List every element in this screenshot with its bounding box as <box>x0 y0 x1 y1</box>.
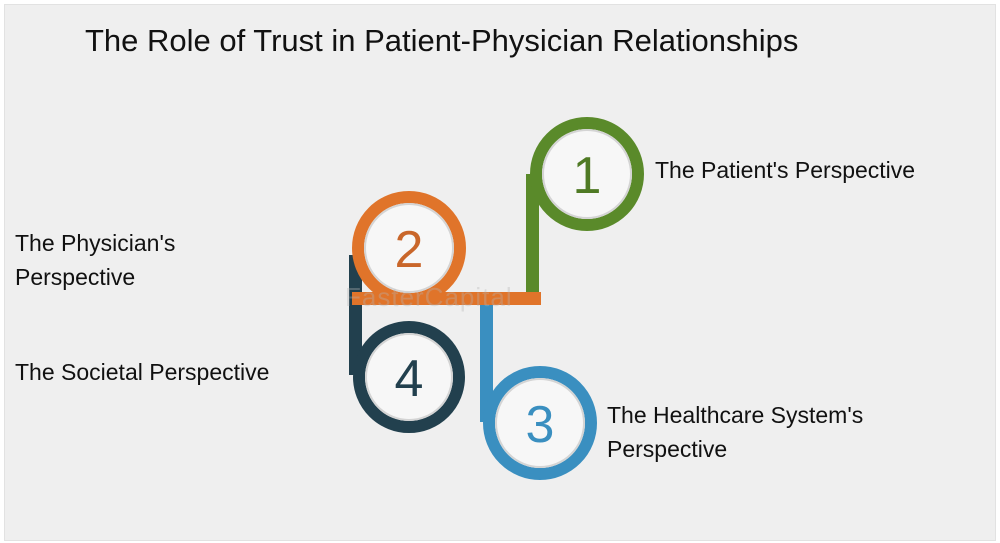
step-2-label: The Physician's Perspective <box>15 226 175 294</box>
step-1-stem <box>526 174 539 305</box>
step-1-label: The Patient's Perspective <box>655 157 916 183</box>
step-3-circle: 3 <box>483 366 597 480</box>
step-4-stem <box>349 255 362 375</box>
step-1-number: 1 <box>573 147 602 205</box>
watermark: FasterCapital <box>345 282 513 312</box>
step-4-label: The Societal Perspective <box>15 359 270 385</box>
step-2-label-line1: The Physician's <box>15 230 176 256</box>
step-2-circle: 2 <box>352 191 466 305</box>
step-2-label-line2: Perspective <box>15 264 136 290</box>
step-4-circle: 4 <box>353 321 465 433</box>
page-title: The Role of Trust in Patient-Physician R… <box>85 23 799 58</box>
step-3-label: The Healthcare System's Perspective <box>607 398 863 466</box>
step-3-stem <box>480 300 493 422</box>
step-3-number: 3 <box>526 396 555 454</box>
step-3-label-line1: The Healthcare System's <box>607 402 864 428</box>
step-2-number: 2 <box>395 221 424 279</box>
step-4-number: 4 <box>395 350 424 408</box>
step-3-label-line2: Perspective <box>607 436 728 462</box>
step-1-circle: 1 <box>530 117 644 231</box>
